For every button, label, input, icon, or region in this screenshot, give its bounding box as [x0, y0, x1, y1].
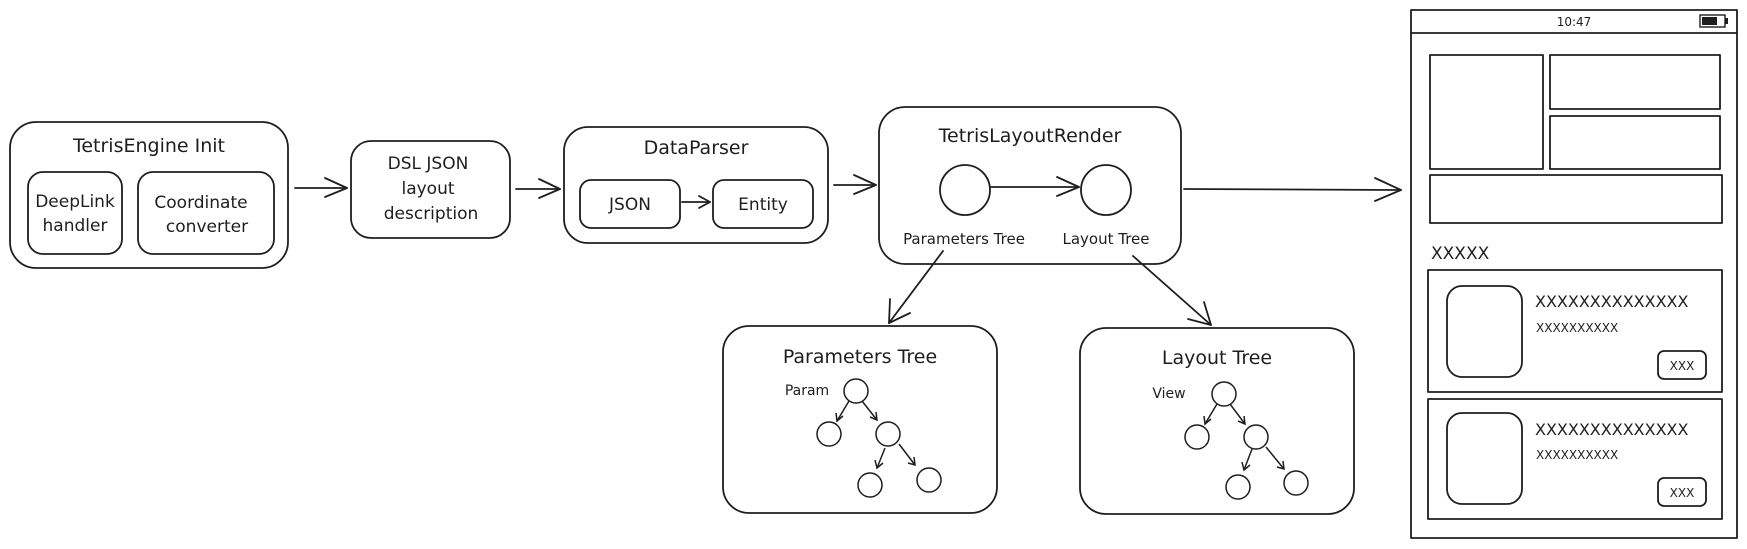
params-tree-node — [939, 164, 991, 216]
banner-block — [1429, 174, 1723, 224]
grid-tile-top-right — [1549, 54, 1721, 110]
arrow-render-to-layout-tree — [1132, 255, 1212, 326]
layout-tree-box: Layout Tree View — [1079, 327, 1355, 515]
list-item-button[interactable]: XXX — [1657, 477, 1707, 507]
battery-icon — [1699, 14, 1728, 28]
list-item-button[interactable]: XXX — [1657, 350, 1707, 380]
list-item-title: XXXXXXXXXXXXXX — [1535, 292, 1688, 311]
layout-render-box: TetrisLayoutRender Parameters Tree Layou… — [878, 106, 1182, 265]
list-item[interactable]: XXXXXXXXXXXXXX XXXXXXXXXX XXX — [1427, 269, 1723, 393]
arrow-params-to-layout — [989, 176, 1080, 197]
params-leaf-node — [916, 467, 942, 493]
params-child-node — [816, 421, 842, 447]
params-tree-box: Parameters Tree Param — [722, 325, 998, 514]
svg-text:XXX: XXX — [1670, 359, 1695, 373]
arrow-dsl-to-parser — [515, 178, 561, 199]
arrow-parser-to-render — [833, 174, 877, 195]
params-leaf-node — [857, 472, 883, 498]
layout-tree-edges — [1203, 403, 1285, 472]
arrow-render-to-params-tree — [888, 250, 944, 324]
grid-tile-bottom-right — [1549, 115, 1721, 170]
coordinate-label-line1: Coordinate — [154, 193, 247, 213]
data-parser-title: DataParser — [644, 137, 749, 159]
arrow-engine-to-dsl — [294, 177, 348, 198]
arrow-json-to-entity — [681, 195, 711, 209]
deeplink-label-line2: handler — [43, 216, 108, 236]
deeplink-label-line1: DeepLink — [35, 192, 115, 212]
svg-text:XXX: XXX — [1670, 486, 1695, 500]
layout-leaf-node — [1283, 470, 1309, 496]
list-item-subtitle: XXXXXXXXXX — [1536, 321, 1618, 335]
params-child-node — [875, 421, 901, 447]
dsl-label-line3: description — [384, 204, 479, 224]
layout-render-title: TetrisLayoutRender — [938, 125, 1122, 147]
layout-leaf-node — [1225, 474, 1251, 500]
entity-label: Entity — [738, 195, 788, 215]
params-tree-label: Parameters Tree — [903, 230, 1025, 248]
params-tree-title: Parameters Tree — [783, 346, 937, 368]
layout-child-node — [1184, 424, 1210, 450]
thumbnail — [1446, 285, 1523, 378]
layout-tree-label: Layout Tree — [1062, 230, 1149, 248]
thumbnail — [1446, 412, 1523, 505]
dsl-json-box: DSL JSON layout description — [350, 140, 511, 239]
coordinate-converter-box: Coordinate converter — [137, 171, 275, 255]
data-parser-box: DataParser JSON Entity — [563, 126, 829, 244]
json-label: JSON — [608, 195, 651, 215]
phone-mockup: 10:47 XXXXX XXXXXXXXXXXXXX XXXXXXXXXX XX… — [1410, 9, 1738, 539]
params-root-label: Param — [785, 383, 829, 399]
list-item-subtitle: XXXXXXXXXX — [1536, 448, 1618, 462]
grid-tile-large — [1429, 54, 1544, 170]
layout-tree-title: Layout Tree — [1162, 347, 1272, 369]
dsl-label-line2: layout — [401, 179, 454, 199]
list-item-title: XXXXXXXXXXXXXX — [1535, 420, 1688, 439]
entity-node: Entity — [712, 179, 814, 229]
list-item[interactable]: XXXXXXXXXXXXXX XXXXXXXXXX XXX — [1427, 398, 1723, 520]
arrow-render-to-phone — [1183, 177, 1402, 202]
deeplink-handler-box: DeepLink handler — [27, 171, 123, 255]
status-bar-time: 10:47 — [1557, 15, 1592, 29]
params-root-node — [843, 378, 869, 404]
coordinate-label-line2: converter — [166, 217, 248, 237]
json-node: JSON — [579, 179, 681, 229]
engine-init-box: TetrisEngine Init DeepLink handler Coord… — [9, 121, 289, 269]
engine-init-title: TetrisEngine Init — [72, 135, 225, 157]
layout-root-node — [1211, 381, 1237, 407]
section-label: XXXXX — [1431, 244, 1490, 264]
dsl-label-line1: DSL JSON — [388, 154, 469, 174]
layout-tree-node — [1080, 164, 1132, 216]
params-tree-edges — [835, 400, 916, 470]
layout-root-label: View — [1152, 386, 1185, 402]
layout-child-node — [1243, 424, 1269, 450]
